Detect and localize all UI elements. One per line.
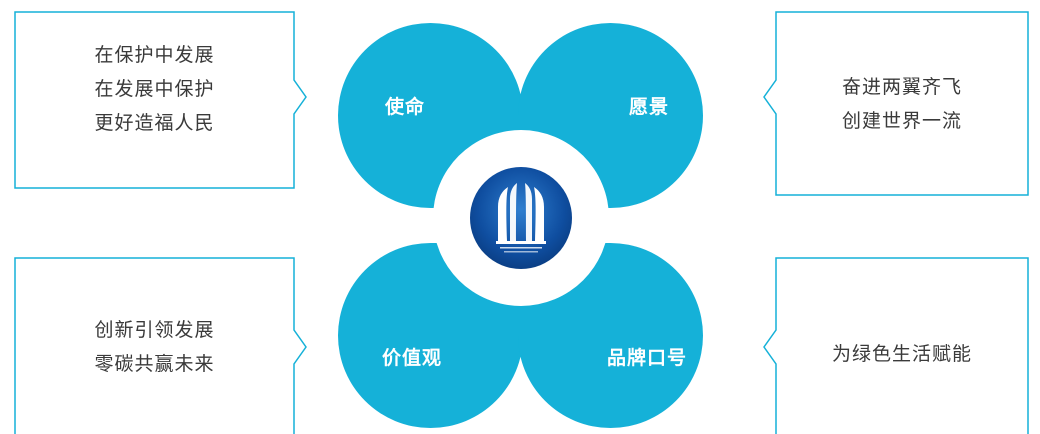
values-line: 创新引领发展 (94, 319, 215, 341)
mission-line: 更好造福人民 (94, 112, 215, 134)
slogan-box-outline (763, 257, 1029, 434)
vision-label: 愿景 (629, 96, 670, 118)
slogan-line: 为绿色生活赋能 (831, 343, 972, 365)
mission-label: 使命 (385, 96, 426, 118)
company-logo-icon (470, 167, 572, 269)
mission-line: 在发展中保护 (94, 78, 215, 100)
slogan-text: 为绿色生活赋能 (776, 337, 1028, 371)
mission-box-outline (14, 11, 307, 189)
vision-text: 奋进两翼齐飞 创建世界一流 (776, 70, 1028, 138)
vision-line: 奋进两翼齐飞 (841, 76, 962, 98)
values-line: 零碳共赢未来 (94, 353, 215, 375)
slogan-label: 品牌口号 (607, 347, 688, 369)
mission-line: 在保护中发展 (94, 44, 215, 66)
values-label: 价值观 (382, 347, 443, 369)
values-text: 创新引领发展 零碳共赢未来 (15, 313, 294, 381)
mission-text: 在保护中发展 在发展中保护 更好造福人民 (15, 38, 294, 140)
vision-line: 创建世界一流 (841, 110, 962, 132)
values-box-outline (14, 257, 307, 434)
vision-box-outline (763, 11, 1029, 196)
